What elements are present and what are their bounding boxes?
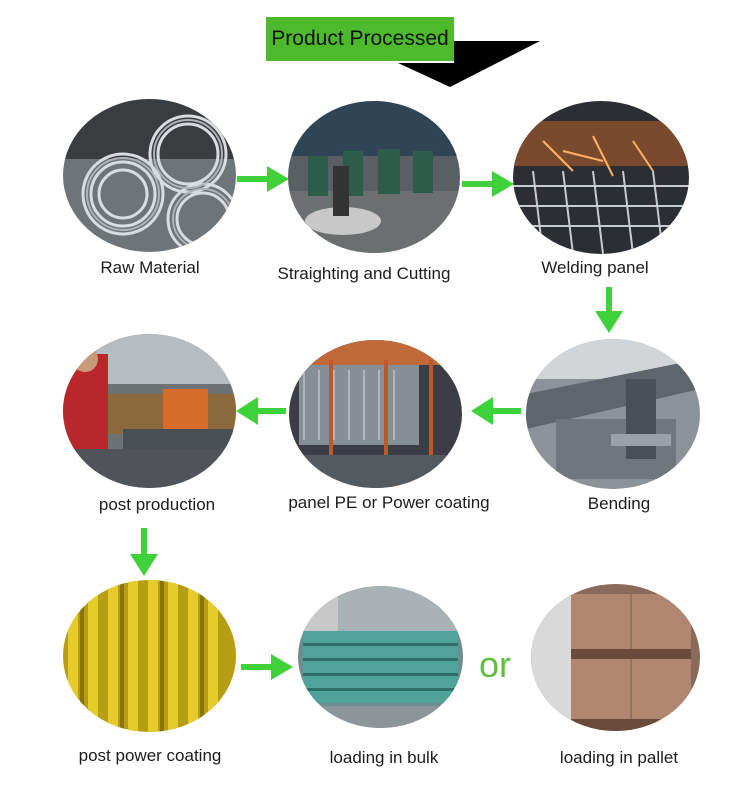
welding-panel-label: Welding panel (541, 258, 649, 277)
post-power-coating-label: post power coating (78, 746, 222, 765)
bending-label: Bending (587, 494, 651, 513)
or-connector-label: or (479, 644, 512, 685)
loading-pallet-image (531, 584, 700, 731)
title-pointer-arrow (398, 41, 540, 87)
bending-image (526, 339, 700, 489)
post-power-coating-image (63, 580, 236, 732)
arrow-left-2 (236, 397, 286, 425)
post-production-label: post production (98, 495, 216, 514)
arrow-down-2 (130, 528, 158, 576)
arrow-right-1 (237, 166, 289, 192)
loading-pallet-label: loading in pallet (559, 748, 679, 767)
arrow-left-1 (471, 397, 521, 425)
arrow-right-3 (241, 654, 293, 680)
loading-bulk-label: loading in bulk (329, 748, 439, 767)
panel-coating-image (289, 340, 462, 488)
panel-coating-label: panel PE or Power coating (288, 493, 490, 512)
page-title: Product Processed (266, 17, 454, 61)
arrow-down-1 (595, 287, 623, 333)
loading-bulk-image (298, 586, 463, 728)
straighting-cutting-label: Straighting and Cutting (277, 264, 451, 283)
welding-panel-image (513, 101, 689, 254)
raw-material-image (63, 99, 236, 252)
raw-material-label: Raw Material (100, 258, 200, 277)
post-production-image (63, 334, 236, 488)
straighting-cutting-image (288, 101, 460, 253)
arrow-right-2 (462, 171, 514, 197)
